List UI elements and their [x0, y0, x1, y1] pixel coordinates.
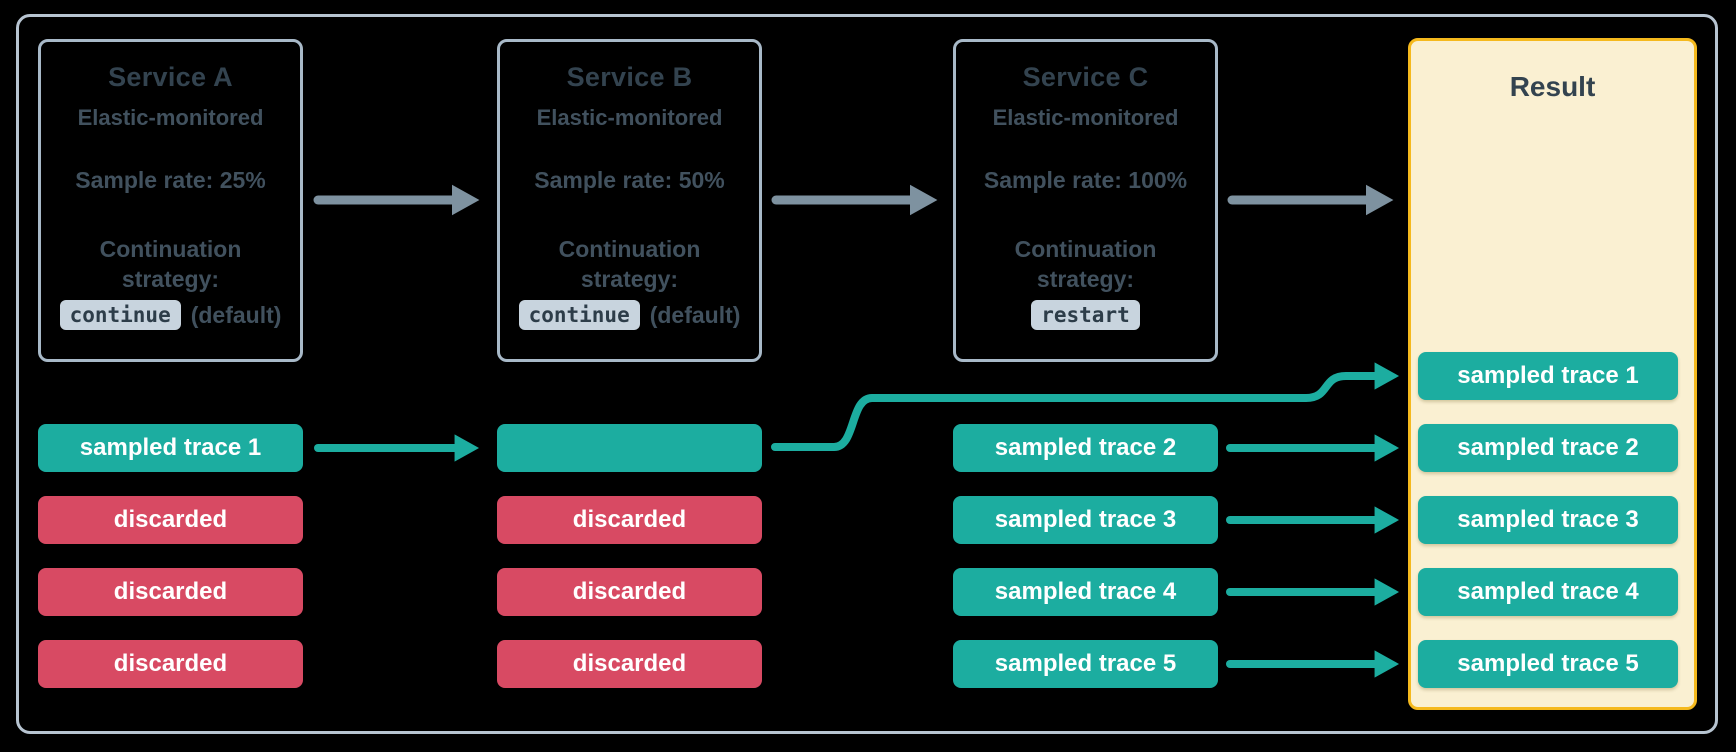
service-c-strategy-chip: restart — [1031, 300, 1140, 330]
service-b-card: Service B Elastic-monitored Sample rate:… — [497, 39, 762, 362]
service-c-monitored: Elastic-monitored — [992, 105, 1179, 130]
service-a-card: Service A Elastic-monitored Sample rate:… — [38, 39, 303, 362]
lane-a-sampled-trace-1: sampled trace 1 — [38, 424, 303, 472]
result-sampled-trace-3: sampled trace 3 — [1418, 496, 1678, 544]
lane-b-sampled-trace-unlabeled — [497, 424, 762, 472]
service-a-strategy-suffix: (default) — [190, 301, 282, 328]
service-c-title: Service C — [1022, 62, 1149, 92]
result-sampled-trace-4: sampled trace 4 — [1418, 568, 1678, 616]
service-b-title: Service B — [566, 62, 693, 92]
result-sampled-trace-2: sampled trace 2 — [1418, 424, 1678, 472]
lane-a-discarded-3: discarded — [38, 640, 303, 688]
service-b-sample-rate: Sample rate: 50% — [534, 167, 725, 193]
service-c-strategy-row: restart — [1031, 300, 1140, 330]
lane-b-discarded-3: discarded — [497, 640, 762, 688]
service-b-strategy-label: Continuation strategy: — [558, 236, 701, 292]
lane-a-discarded-2: discarded — [38, 568, 303, 616]
lane-b-discarded-1: discarded — [497, 496, 762, 544]
service-b-monitored: Elastic-monitored — [536, 105, 723, 130]
service-a-strategy-row: continue (default) — [59, 300, 282, 330]
service-b-strategy-suffix: (default) — [649, 301, 741, 328]
service-a-sample-rate: Sample rate: 25% — [75, 167, 266, 193]
service-c-strategy-label: Continuation strategy: — [1014, 236, 1157, 292]
service-c-sample-rate: Sample rate: 100% — [983, 167, 1188, 193]
result-title: Result — [1509, 71, 1596, 102]
service-a-monitored: Elastic-monitored — [77, 105, 264, 130]
service-a-strategy-label: Continuation strategy: — [99, 236, 242, 292]
result-sampled-trace-5: sampled trace 5 — [1418, 640, 1678, 688]
service-b-strategy-row: continue (default) — [518, 300, 741, 330]
lane-c-sampled-trace-2: sampled trace 2 — [953, 424, 1218, 472]
lane-b-discarded-2: discarded — [497, 568, 762, 616]
service-a-title: Service A — [108, 62, 233, 92]
lane-c-sampled-trace-4: sampled trace 4 — [953, 568, 1218, 616]
service-b-strategy-chip: continue — [518, 300, 640, 330]
lane-a-discarded-1: discarded — [38, 496, 303, 544]
lane-c-sampled-trace-5: sampled trace 5 — [953, 640, 1218, 688]
result-sampled-trace-1: sampled trace 1 — [1418, 352, 1678, 400]
service-c-card: Service C Elastic-monitored Sample rate:… — [953, 39, 1218, 362]
service-a-strategy-chip: continue — [59, 300, 181, 330]
outer-frame — [16, 14, 1718, 734]
lane-c-sampled-trace-3: sampled trace 3 — [953, 496, 1218, 544]
